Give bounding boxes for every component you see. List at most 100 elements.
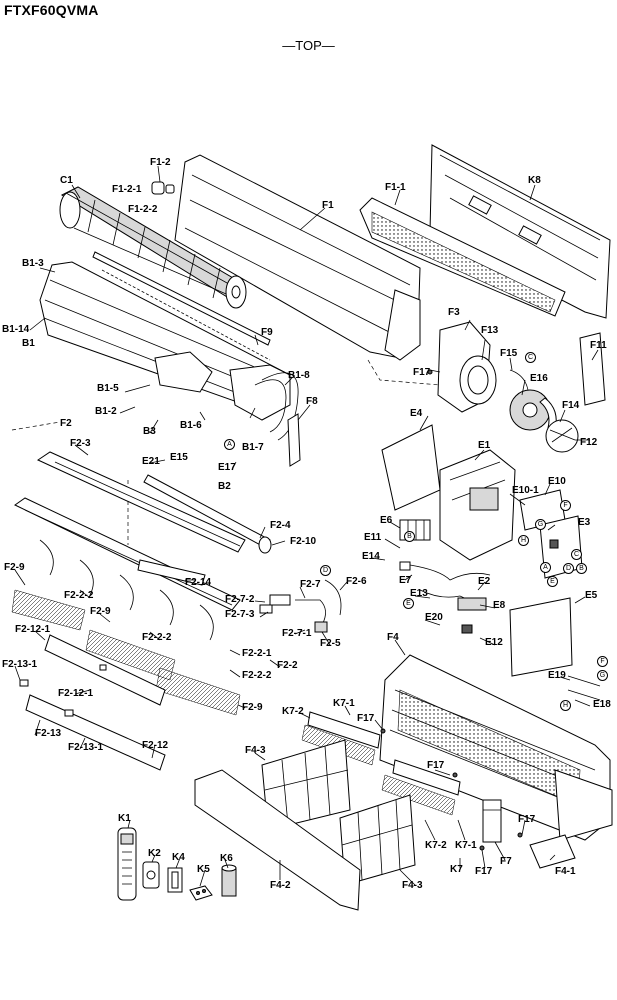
connector-g-1: G — [535, 519, 546, 530]
label-f2-7-1: F2-7-1 — [282, 628, 312, 639]
label-b1-3: B1-3 — [22, 258, 44, 269]
label-e6: E6 — [380, 515, 393, 526]
remote-controller-k1 — [117, 827, 137, 901]
label-f2-7-2: F2-7-2 — [225, 594, 255, 605]
label-k7-2-a: K7-2 — [282, 706, 304, 717]
assembly-line-2 — [11, 421, 61, 431]
label-k2: K2 — [148, 848, 161, 859]
front-panel-assembly-f2 — [14, 451, 246, 611]
label-k6: K6 — [220, 853, 233, 864]
label-b1-5: B1-5 — [97, 383, 119, 394]
label-f4-3-b: F4-3 — [402, 880, 423, 891]
label-f3: F3 — [448, 307, 460, 318]
label-b1-6: B1-6 — [180, 420, 202, 431]
cover-e5 — [509, 597, 573, 677]
label-f2-7-3: F2-7-3 — [225, 609, 255, 620]
label-f2-13-1-a: F2-13-1 — [2, 659, 38, 670]
label-b1-14: B1-14 — [2, 324, 30, 335]
batteries-k4 — [167, 867, 183, 893]
label-f2-13: F2-13 — [35, 728, 62, 739]
label-f2-12-1-a: F2-12-1 — [15, 624, 51, 635]
connector-c-2: C — [571, 549, 582, 560]
label-f13: F13 — [481, 325, 499, 336]
connector-c-1: C — [525, 352, 536, 363]
connector-f-1: F — [560, 500, 571, 511]
strip-f2-14 — [137, 559, 206, 586]
air-guide-strip-f9 — [92, 251, 271, 346]
label-k7-2-b: K7-2 — [425, 840, 447, 851]
label-f2-9-b: F2-9 — [90, 606, 111, 617]
label-k1: K1 — [118, 813, 131, 824]
label-f1: F1 — [322, 200, 334, 211]
label-f2-13-1-b: F2-13-1 — [68, 742, 104, 753]
label-e17: E17 — [218, 462, 236, 473]
label-c1: C1 — [60, 175, 73, 186]
wiring-harness — [399, 561, 491, 634]
label-f4-2: F4-2 — [270, 880, 291, 891]
label-b1-2: B1-2 — [95, 406, 117, 417]
label-f4-1: F4-1 — [555, 866, 576, 877]
label-f1-1: F1-1 — [385, 182, 406, 193]
label-f2-2: F2-2 — [277, 660, 298, 671]
label-e10: E10 — [548, 476, 566, 487]
connector-e-1: E — [403, 598, 414, 609]
flaps-f2-12-f2-13 — [19, 634, 166, 771]
label-e18: E18 — [593, 699, 611, 710]
label-f17-e: F17 — [518, 814, 536, 825]
label-e20: E20 — [425, 612, 443, 623]
part-f8 — [287, 413, 301, 467]
cross-flow-fan-c1 — [59, 186, 247, 309]
label-f2-12: F2-12 — [142, 740, 169, 751]
label-f2-2-2-c: F2-2-2 — [242, 670, 272, 681]
label-f2-2-1: F2-2-1 — [242, 648, 272, 659]
label-f2-9-c: F2-9 — [242, 702, 263, 713]
label-e10-1: E10-1 — [512, 485, 539, 496]
sensor-wires — [567, 675, 601, 701]
connector-d-2: D — [563, 563, 574, 574]
label-f1-2-2: F1-2-2 — [128, 204, 158, 215]
label-f1-2: F1-2 — [150, 157, 171, 168]
louver-motor-f2-7 — [259, 579, 342, 633]
label-f2-10: F2-10 — [290, 536, 317, 547]
connector-g-2: G — [597, 670, 608, 681]
label-f2-7: F2-7 — [300, 579, 321, 590]
label-f14: F14 — [562, 400, 580, 411]
label-f2-4: F2-4 — [270, 520, 291, 531]
bearing-f1-2 — [151, 181, 175, 195]
label-k5: K5 — [197, 864, 210, 875]
label-b3: B3 — [143, 426, 156, 437]
label-e8: E8 — [493, 600, 506, 611]
label-f7: F7 — [500, 856, 512, 867]
label-f2-6: F2-6 — [346, 576, 367, 587]
label-e1: E1 — [478, 440, 491, 451]
label-f2-2-2-a: F2-2-2 — [64, 590, 94, 601]
connector-e-2: E — [547, 576, 558, 587]
electrical-box — [381, 424, 516, 561]
label-f4-3-a: F4-3 — [245, 745, 266, 756]
label-e11: E11 — [364, 532, 382, 543]
label-k7-1-b: K7-1 — [455, 840, 477, 851]
label-e7: E7 — [399, 575, 412, 586]
air-filters-f4-3 — [261, 739, 416, 886]
label-k7-1-a: K7-1 — [333, 698, 355, 709]
label-e13: E13 — [410, 588, 428, 599]
connector-a-2: A — [540, 562, 551, 573]
label-e4: E4 — [410, 408, 423, 419]
part-f11 — [579, 332, 606, 406]
frame-f1 — [174, 154, 421, 361]
connector-h-2: H — [560, 700, 571, 711]
fan-motor-assembly — [437, 321, 579, 453]
label-f2-5: F2-5 — [320, 638, 341, 649]
pipes-b1-7-b1-8 — [254, 372, 299, 441]
label-e3: E3 — [578, 517, 591, 528]
label-e19: E19 — [548, 670, 566, 681]
pcb-boards — [519, 489, 583, 579]
leader-lines — [14, 165, 599, 887]
louvers-f2-9-left — [11, 589, 86, 631]
screws-f17 — [380, 369, 523, 851]
label-f8: F8 — [306, 396, 318, 407]
part-f4-1 — [529, 834, 576, 869]
label-f9-top: F9 — [261, 327, 273, 338]
connector-b-1: B — [404, 531, 415, 542]
